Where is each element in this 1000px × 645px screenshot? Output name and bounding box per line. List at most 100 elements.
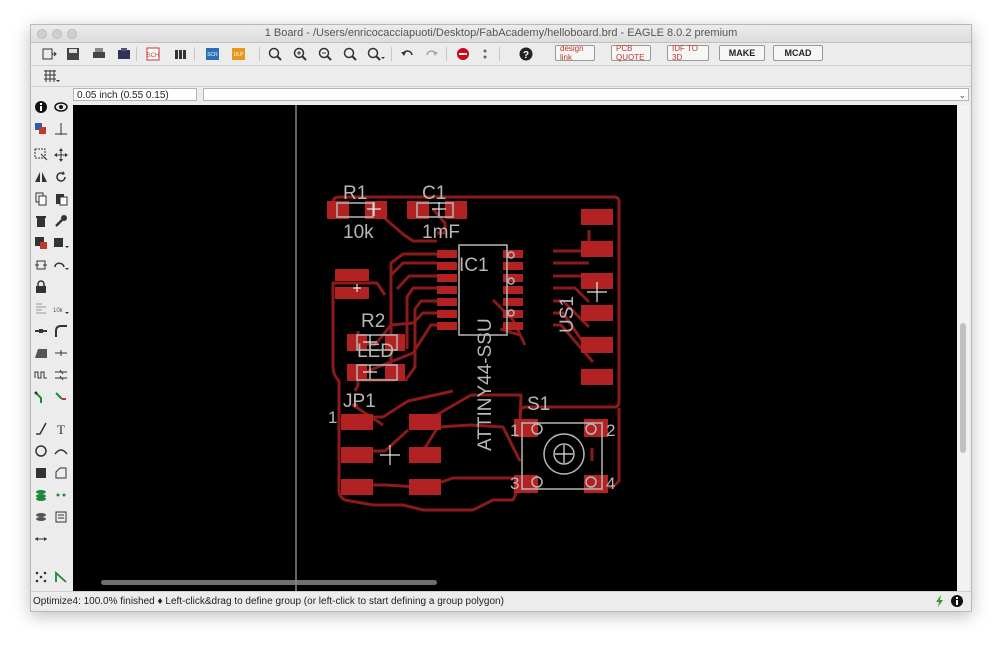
lightning-icon[interactable]: [935, 595, 945, 611]
dimension-icon[interactable]: [33, 531, 49, 547]
info-icon[interactable]: [33, 99, 49, 115]
origin-crosses: [353, 202, 607, 465]
add-icon[interactable]: [33, 235, 49, 251]
print-icon[interactable]: [91, 46, 107, 62]
cycle-icon[interactable]: [33, 257, 49, 273]
mirror-icon[interactable]: [33, 169, 49, 185]
hole-icon[interactable]: [33, 509, 49, 525]
label-s1-pin3: 3: [510, 474, 519, 493]
go-icon[interactable]: [477, 46, 493, 62]
pad-r1-1: [327, 201, 349, 219]
main-toolbar: SCH SCR ULP ? design link PCB QUOTE IDF …: [31, 43, 971, 66]
design-link-button[interactable]: design link: [555, 44, 595, 62]
stop-icon[interactable]: [455, 46, 471, 62]
rect-icon[interactable]: [33, 465, 49, 481]
polygon-icon[interactable]: [53, 465, 69, 481]
value-icon[interactable]: 10k: [53, 301, 69, 317]
auto-route-icon[interactable]: [53, 569, 69, 585]
ulp-icon[interactable]: ULP: [231, 46, 249, 62]
pad-us1-5: [581, 337, 613, 353]
pad-plus: [335, 269, 369, 281]
zoom-select-icon[interactable]: [367, 46, 385, 62]
display-layers-icon[interactable]: [33, 121, 49, 137]
autorouter-icon[interactable]: [53, 389, 69, 405]
zoom-out-icon[interactable]: [317, 46, 333, 62]
group-icon[interactable]: [33, 147, 49, 163]
save-icon[interactable]: [65, 46, 81, 62]
label-s1-pin1: 1: [510, 421, 519, 440]
command-line-input[interactable]: ⌄: [203, 88, 969, 101]
copy-icon[interactable]: [33, 191, 49, 207]
board-canvas[interactable]: R1 10k C1 1mF IC1 ATTINY44-SSU R2 LED JP…: [73, 105, 957, 598]
vertical-scrollbar[interactable]: [957, 105, 969, 598]
arc-icon[interactable]: [53, 443, 69, 459]
open-icon[interactable]: [41, 46, 57, 62]
schematic-icon[interactable]: SCH: [145, 46, 161, 62]
paste-icon[interactable]: [53, 191, 69, 207]
vertical-scroll-thumb[interactable]: [960, 323, 966, 453]
library-icon[interactable]: [173, 46, 189, 62]
signal-icon[interactable]: [53, 487, 69, 503]
svg-text:ULP: ULP: [234, 52, 244, 58]
pad-ic1-10: [503, 298, 523, 306]
script-icon[interactable]: SCR: [205, 46, 223, 62]
pad-jp1-4: [409, 447, 441, 463]
differential-pair-icon[interactable]: [53, 367, 69, 383]
pad-ic1-14: [503, 250, 523, 258]
minimize-window-button[interactable]: [52, 29, 62, 39]
split-icon[interactable]: [33, 323, 49, 339]
info-status-icon[interactable]: [951, 595, 963, 611]
optimize-icon[interactable]: [53, 257, 69, 273]
help-icon[interactable]: ?: [518, 46, 534, 62]
pad-jp1-5: [341, 479, 373, 495]
zoom-fit-icon[interactable]: [267, 46, 283, 62]
grid-icon[interactable]: [43, 68, 61, 84]
idf-to-3d-button[interactable]: IDF TO 3D: [667, 44, 709, 62]
pad-ic1-8: [503, 322, 523, 330]
via-icon[interactable]: [33, 487, 49, 503]
rotate-icon[interactable]: [53, 169, 69, 185]
line-icon[interactable]: [33, 421, 49, 437]
close-window-button[interactable]: [37, 29, 47, 39]
mark-icon[interactable]: [53, 121, 69, 137]
ripup-icon[interactable]: [53, 345, 69, 361]
horizontal-scroll-thumb[interactable]: [101, 580, 437, 585]
zoom-window-button[interactable]: [67, 29, 77, 39]
pad-ic1-5: [437, 298, 457, 306]
label-s1-name: S1: [527, 394, 550, 415]
pad-ic1-6: [437, 310, 457, 318]
svg-text:SCH: SCH: [147, 53, 160, 59]
route-icon[interactable]: [33, 389, 49, 405]
zoom-redraw-icon[interactable]: [342, 46, 358, 62]
attribute-icon[interactable]: [53, 509, 69, 525]
ratsnest-icon[interactable]: [33, 569, 49, 585]
delete-icon[interactable]: [33, 213, 49, 229]
label-c1-name: C1: [422, 183, 446, 204]
zoom-in-icon[interactable]: [292, 46, 308, 62]
miter-icon[interactable]: [53, 323, 69, 339]
horizontal-scrollbar[interactable]: [73, 577, 957, 587]
move-icon[interactable]: [53, 147, 69, 163]
smash-icon[interactable]: [33, 301, 49, 317]
pad-ic1-2: [437, 262, 457, 270]
undo-icon[interactable]: [399, 46, 415, 62]
pcb-quote-button[interactable]: PCB QUOTE: [611, 44, 651, 62]
wave-icon[interactable]: [33, 367, 49, 383]
lock-icon[interactable]: [33, 279, 49, 295]
circle-icon[interactable]: [33, 443, 49, 459]
pad-r1-2: [365, 201, 387, 219]
pad-jp1-3: [341, 447, 373, 463]
show-icon[interactable]: [53, 99, 69, 115]
cam-icon[interactable]: [116, 46, 132, 62]
change-icon[interactable]: [53, 213, 69, 229]
make-button[interactable]: MAKE: [719, 45, 765, 61]
chevron-down-icon[interactable]: ⌄: [958, 90, 966, 100]
label-ic1-value: ATTINY44-SSU: [475, 318, 496, 451]
pad-minus: [335, 287, 369, 299]
redo-icon[interactable]: [424, 46, 440, 62]
meander-icon[interactable]: [33, 345, 49, 361]
mcad-button[interactable]: MCAD: [773, 45, 823, 61]
text-icon[interactable]: T: [53, 421, 69, 437]
replace-icon[interactable]: [53, 235, 69, 251]
pad-ic1-9: [503, 310, 523, 318]
